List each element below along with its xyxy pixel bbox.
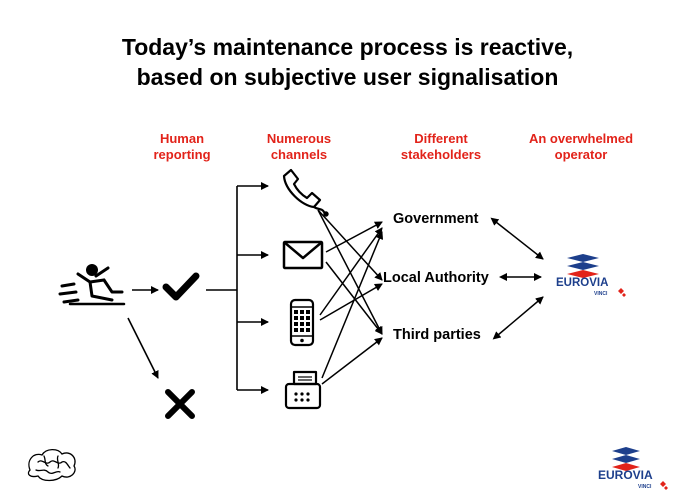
column-header-numerous-channels: Numerous channels (239, 131, 359, 163)
eurovia-logo-main: EUROVIA VINCI (556, 254, 626, 297)
tripping-person-icon (58, 264, 126, 306)
column-header-line: Numerous (266, 131, 332, 146)
stakeholder-third-parties: Third parties (393, 327, 481, 343)
eurovia-logo-corner: EUROVIA VINCI (598, 447, 668, 490)
brain-icon (27, 448, 76, 482)
column-header-line: An overwhelmed (528, 131, 634, 146)
arrow-to-cross (127, 317, 159, 379)
logo-main-sub: VINCI (594, 291, 608, 297)
page-title: Today’s maintenance process is reactive,… (0, 32, 695, 92)
column-header-line: operator (554, 147, 608, 162)
column-header-line: reporting (153, 147, 211, 162)
channel-bracket (206, 186, 238, 390)
fax-icon (284, 370, 322, 410)
title-line-2: based on subjective user signalisation (136, 64, 559, 90)
smartphone-icon (289, 298, 315, 347)
column-header-line: Human (159, 131, 205, 146)
title-line-1: Today’s maintenance process is reactive, (121, 34, 574, 60)
column-header-different-stakeholders: Different stakeholders (381, 131, 501, 163)
stakeholder-operator-arrows (490, 217, 544, 340)
phone-icon (282, 168, 329, 217)
logo-corner-name: EUROVIA (598, 468, 653, 482)
channel-to-stakeholder-arrows (317, 209, 384, 385)
logo-main-name: EUROVIA (556, 277, 608, 289)
column-header-line: channels (270, 147, 328, 162)
envelope-icon (282, 240, 324, 270)
stakeholder-government: Government (393, 211, 479, 227)
column-header-line: stakeholders (400, 147, 482, 162)
logo-corner-sub: VINCI (638, 484, 652, 490)
column-header-human-reporting: Human reporting (122, 131, 242, 163)
column-header-line: Different (414, 131, 468, 146)
stakeholder-local-authority: Local Authority (383, 270, 489, 286)
cross-icon (165, 389, 195, 419)
column-header-overwhelmed-operator: An overwhelmed operator (521, 131, 641, 163)
check-icon (162, 272, 200, 301)
